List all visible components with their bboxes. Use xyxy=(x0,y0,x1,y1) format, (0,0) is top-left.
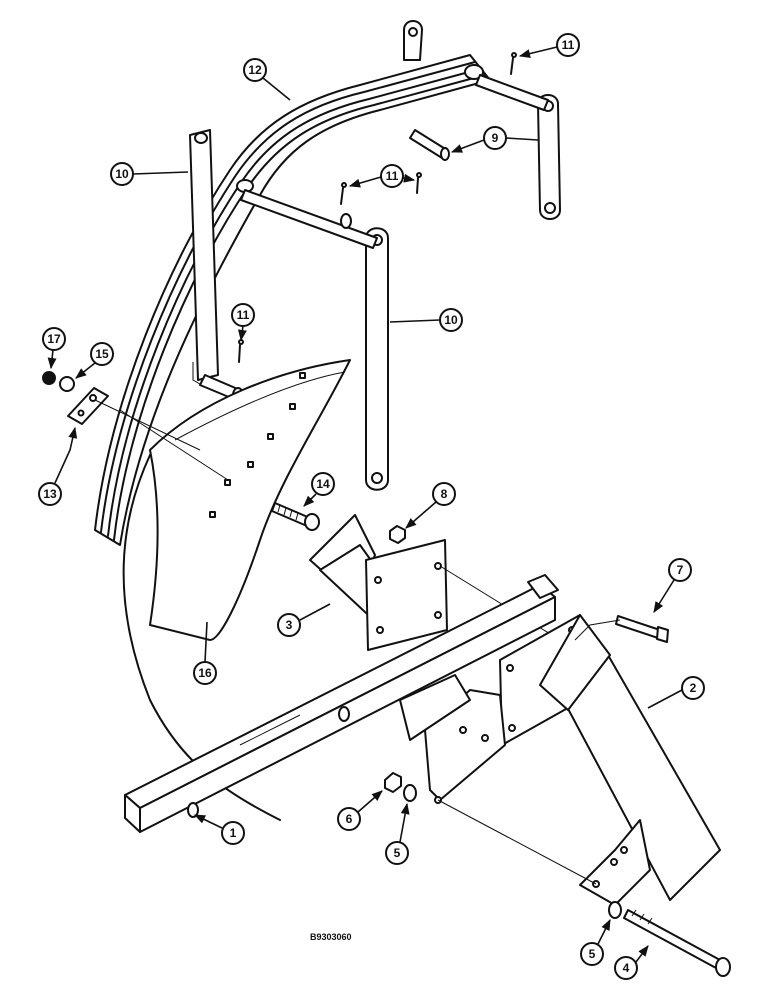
svg-text:2: 2 xyxy=(690,681,697,695)
callout-10-center: 10 xyxy=(439,308,463,332)
bolt-14 xyxy=(271,502,320,531)
callout-10-left: 10 xyxy=(110,162,134,186)
bracket-2 xyxy=(499,614,721,901)
svg-text:10: 10 xyxy=(444,313,458,327)
svg-text:5: 5 xyxy=(589,947,596,961)
link-bar-center xyxy=(365,227,389,491)
callout-12: 12 xyxy=(243,58,267,82)
svg-text:16: 16 xyxy=(198,666,212,680)
bolt-4 xyxy=(623,909,731,977)
svg-text:5: 5 xyxy=(394,846,401,860)
link-bar-upper-left xyxy=(189,129,219,381)
svg-text:9: 9 xyxy=(492,131,499,145)
svg-text:6: 6 xyxy=(346,812,353,826)
lower-bracket xyxy=(399,674,651,906)
callout-5: 5 xyxy=(385,841,409,865)
main-beam-part xyxy=(124,574,559,833)
callout-1: 1 xyxy=(221,821,245,845)
svg-text:17: 17 xyxy=(47,332,61,346)
nut-8 xyxy=(389,525,406,544)
svg-text:7: 7 xyxy=(677,563,684,577)
callout-4: 4 xyxy=(614,956,638,980)
svg-text:1: 1 xyxy=(230,826,237,840)
callout-16: 16 xyxy=(193,661,217,685)
svg-text:3: 3 xyxy=(286,618,293,632)
bolt-7 xyxy=(574,615,669,643)
bracket-3 xyxy=(309,514,561,651)
callout-3: 3 xyxy=(277,613,301,637)
callout-11-left: 11 xyxy=(231,303,255,327)
callout-8: 8 xyxy=(432,482,456,506)
link-bar-upper-right xyxy=(403,20,561,220)
callout-11-middle: 11 xyxy=(380,164,404,188)
cotter-pins xyxy=(238,52,517,363)
svg-text:12: 12 xyxy=(248,63,262,77)
nuts-washers xyxy=(384,772,622,919)
callout-11-top: 11 xyxy=(556,33,580,57)
svg-text:11: 11 xyxy=(386,169,399,183)
callout-13: 13 xyxy=(38,482,62,506)
callout-14: 14 xyxy=(311,472,335,496)
svg-text:15: 15 xyxy=(95,347,109,361)
callout-2: 2 xyxy=(681,676,705,700)
svg-text:11: 11 xyxy=(562,38,575,52)
callout-9: 9 xyxy=(483,126,507,150)
clamp-plate-part xyxy=(42,371,201,451)
callout-17: 17 xyxy=(42,327,66,351)
callout-15: 15 xyxy=(90,342,114,366)
callout-7: 7 xyxy=(668,558,692,582)
svg-text:8: 8 xyxy=(441,487,448,501)
callout-5-lower: 5 xyxy=(580,942,604,966)
svg-text:11: 11 xyxy=(237,308,250,322)
svg-text:13: 13 xyxy=(43,487,57,501)
pins xyxy=(192,74,549,403)
svg-text:10: 10 xyxy=(115,167,129,181)
drawing-code: B9303060 xyxy=(310,932,352,942)
svg-text:14: 14 xyxy=(316,477,330,491)
callout-6: 6 xyxy=(337,807,361,831)
svg-text:4: 4 xyxy=(623,961,630,975)
shield-plate-part xyxy=(119,359,351,641)
